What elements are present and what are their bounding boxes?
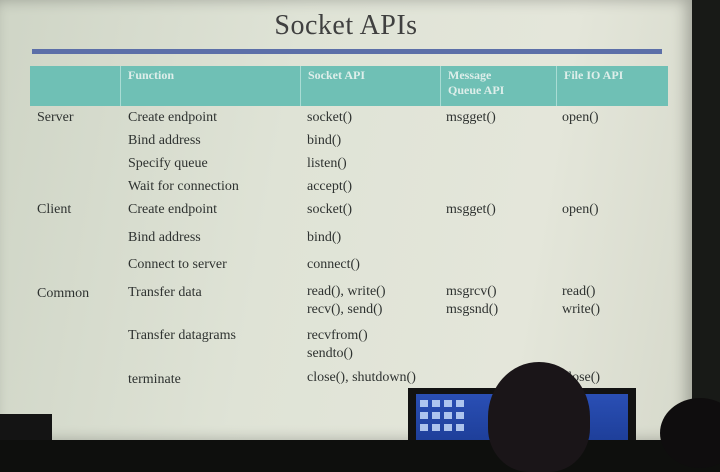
- desktop-icon: [444, 412, 452, 419]
- header-divider: [440, 66, 441, 106]
- header-divider: [300, 66, 301, 106]
- socket-cell: connect(): [307, 257, 360, 272]
- function-cell: Bind address: [128, 230, 201, 245]
- function-cell: Create endpoint: [128, 110, 218, 125]
- function-cell: Bind address: [128, 133, 201, 148]
- group-label: Common: [37, 286, 90, 301]
- foreground-object: [0, 414, 52, 440]
- socket-cell: listen(): [307, 156, 347, 171]
- mq-cell: msgget(): [446, 110, 496, 125]
- desktop-icon: [456, 424, 464, 431]
- socket-cell-2: sendto(): [307, 346, 353, 361]
- file-cell-2: write(): [562, 302, 601, 317]
- header-mq-api-line1: Message: [448, 68, 492, 82]
- desktop-icon: [420, 400, 428, 407]
- desktop-icon: [456, 400, 464, 407]
- desktop-icon: [420, 412, 428, 419]
- function-cell: terminate: [128, 372, 181, 387]
- mq-cell: msgget(): [446, 202, 496, 217]
- socket-cell: bind(): [307, 230, 342, 245]
- socket-cell: recvfrom(): [307, 328, 368, 343]
- group-label: Server: [37, 110, 74, 125]
- title-underline: [32, 49, 662, 54]
- socket-cell: socket(): [307, 202, 353, 217]
- wall-shadow: [692, 0, 720, 440]
- socket-cell: accept(): [307, 179, 353, 194]
- function-cell: Transfer datagrams: [128, 328, 236, 343]
- header-function: Function: [128, 68, 175, 82]
- slide-title: Socket APIs: [274, 10, 418, 41]
- file-cell: open(): [562, 110, 599, 125]
- socket-cell: bind(): [307, 133, 342, 148]
- function-cell: Wait for connection: [128, 179, 239, 194]
- header-divider: [120, 66, 121, 106]
- mq-cell: msgrcv(): [446, 284, 497, 299]
- file-cell: open(): [562, 202, 599, 217]
- socket-cell: close(), shutdown(): [307, 370, 416, 385]
- socket-cell: socket(): [307, 110, 353, 125]
- audience-head: [488, 362, 590, 472]
- socket-cell: read(), write(): [307, 284, 386, 299]
- desktop-icon: [420, 424, 428, 431]
- desktop-icon: [456, 412, 464, 419]
- header-socket-api: Socket API: [308, 68, 365, 82]
- function-cell: Transfer data: [128, 285, 202, 300]
- projection-screen: Socket APIs Function Socket API Message …: [0, 0, 692, 440]
- header-divider: [556, 66, 557, 106]
- file-cell: read(): [562, 284, 596, 299]
- function-cell: Specify queue: [128, 156, 208, 171]
- socket-cell-2: recv(), send(): [307, 302, 383, 317]
- mq-cell-2: msgsnd(): [446, 302, 499, 317]
- desktop-icon: [444, 400, 452, 407]
- header-file-io-api: File IO API: [564, 68, 624, 82]
- group-label: Client: [37, 202, 72, 217]
- function-cell: Create endpoint: [128, 202, 218, 217]
- desktop-icon: [444, 424, 452, 431]
- function-cell: Connect to server: [128, 257, 227, 272]
- desktop-icon: [432, 400, 440, 407]
- desktop-icon: [432, 412, 440, 419]
- desktop-icon: [432, 424, 440, 431]
- header-mq-api-line2: Queue API: [448, 83, 505, 97]
- table-header: Function Socket API Message Queue API Fi…: [30, 66, 668, 106]
